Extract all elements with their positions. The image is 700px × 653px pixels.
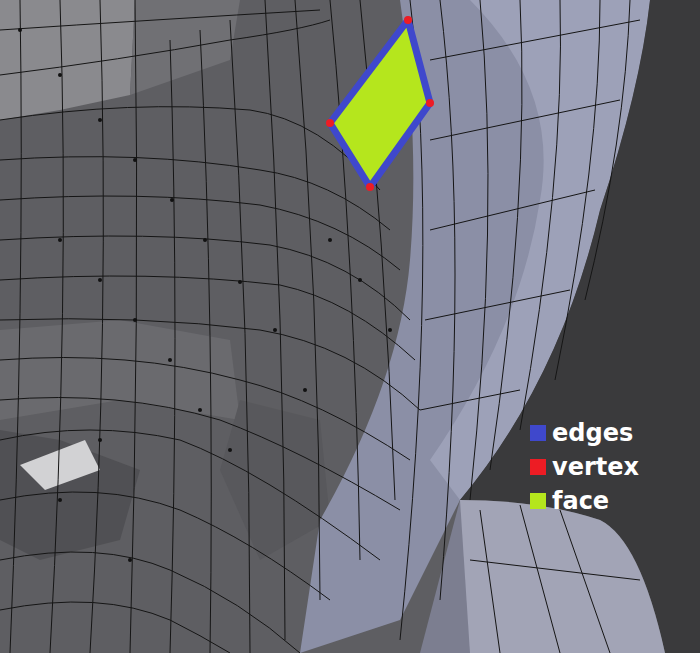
legend-row: vertex bbox=[530, 450, 639, 484]
legend-swatch bbox=[530, 425, 546, 441]
legend-row: edges bbox=[530, 416, 639, 450]
legend: edges vertex face bbox=[530, 416, 639, 518]
legend-label: vertex bbox=[552, 452, 639, 482]
legend-label: face bbox=[552, 486, 609, 516]
legend-swatch bbox=[530, 493, 546, 509]
legend-label: edges bbox=[552, 418, 633, 448]
legend-row: face bbox=[530, 484, 639, 518]
legend-swatch bbox=[530, 459, 546, 475]
